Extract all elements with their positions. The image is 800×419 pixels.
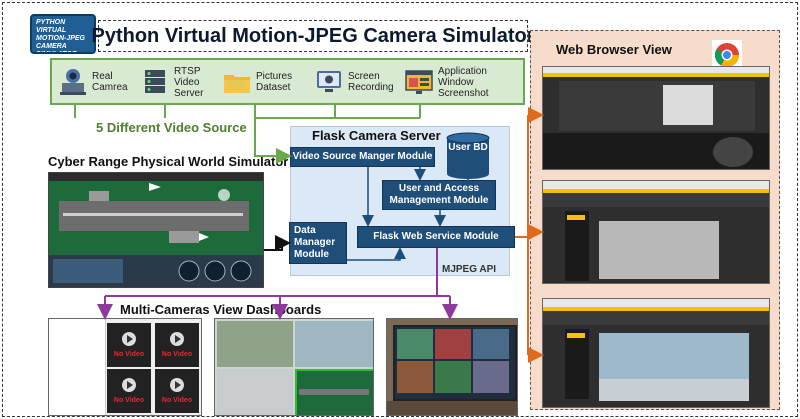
user-db-label: User BD <box>448 142 488 153</box>
screen-camera-icon <box>314 67 344 97</box>
mjpeg-api-label: MJPEG API <box>442 264 497 275</box>
folder-icon <box>222 67 252 97</box>
browser-screenshot-1 <box>542 66 770 170</box>
browser-screenshot-3 <box>542 298 770 408</box>
user-db-cylinder <box>446 132 490 180</box>
source-label: RTSP Video Server <box>174 65 204 99</box>
source-label: Pictures Dataset <box>256 71 293 93</box>
simulator-title: Cyber Range Physical World Simulator <box>48 154 289 169</box>
source-pictures-dataset: Pictures Dataset <box>222 62 300 102</box>
source-label: Application Window Screenshot <box>438 65 489 99</box>
dashboard-screenshot-2 <box>214 318 374 416</box>
source-label: Screen Recording <box>348 71 394 93</box>
browser-title: Web Browser View <box>556 42 672 57</box>
play-icon <box>122 332 136 346</box>
source-app-screenshot: Application Window Screenshot <box>404 62 518 102</box>
sources-caption: 5 Different Video Source <box>96 120 247 135</box>
flask-server-title: Flask Camera Server <box>312 128 441 143</box>
dashboard-photo-3 <box>386 318 518 416</box>
dashboard-screenshot-1: No Video No Video No Video No Video <box>48 318 202 416</box>
source-rtsp-server: RTSP Video Server <box>140 62 208 102</box>
user-access-module: User and Access Management Module <box>382 180 496 210</box>
dashboards-title: Multi-Cameras View Dashboards <box>120 302 322 317</box>
source-label: Real Camrea <box>92 71 128 93</box>
no-video-label: No Video <box>113 351 145 358</box>
play-icon <box>170 332 184 346</box>
play-icon <box>170 378 184 392</box>
video-source-manager-module: Video Source Manger Module <box>290 147 435 167</box>
chrome-icon <box>712 40 742 70</box>
browser-screenshot-2 <box>542 180 770 284</box>
source-screen-recording: Screen Recording <box>314 62 400 102</box>
app-window-icon <box>404 67 434 97</box>
no-video-label: No Video <box>161 397 193 404</box>
no-video-label: No Video <box>113 397 145 404</box>
video-sources-panel: Real Camrea RTSP Video Server Pictures D… <box>50 58 525 105</box>
data-manager-module: Data Manager Module <box>289 222 347 264</box>
no-video-label: No Video <box>161 351 193 358</box>
camera-laptop-icon <box>58 67 88 97</box>
page-title: Python Virtual Motion-JPEG Camera Simula… <box>91 20 535 52</box>
flask-web-service-module: Flask Web Service Module <box>357 226 515 248</box>
server-icon <box>140 67 170 97</box>
play-icon <box>122 378 136 392</box>
simulator-screenshot <box>48 172 264 288</box>
source-real-camera: Real Camrea <box>58 62 136 102</box>
